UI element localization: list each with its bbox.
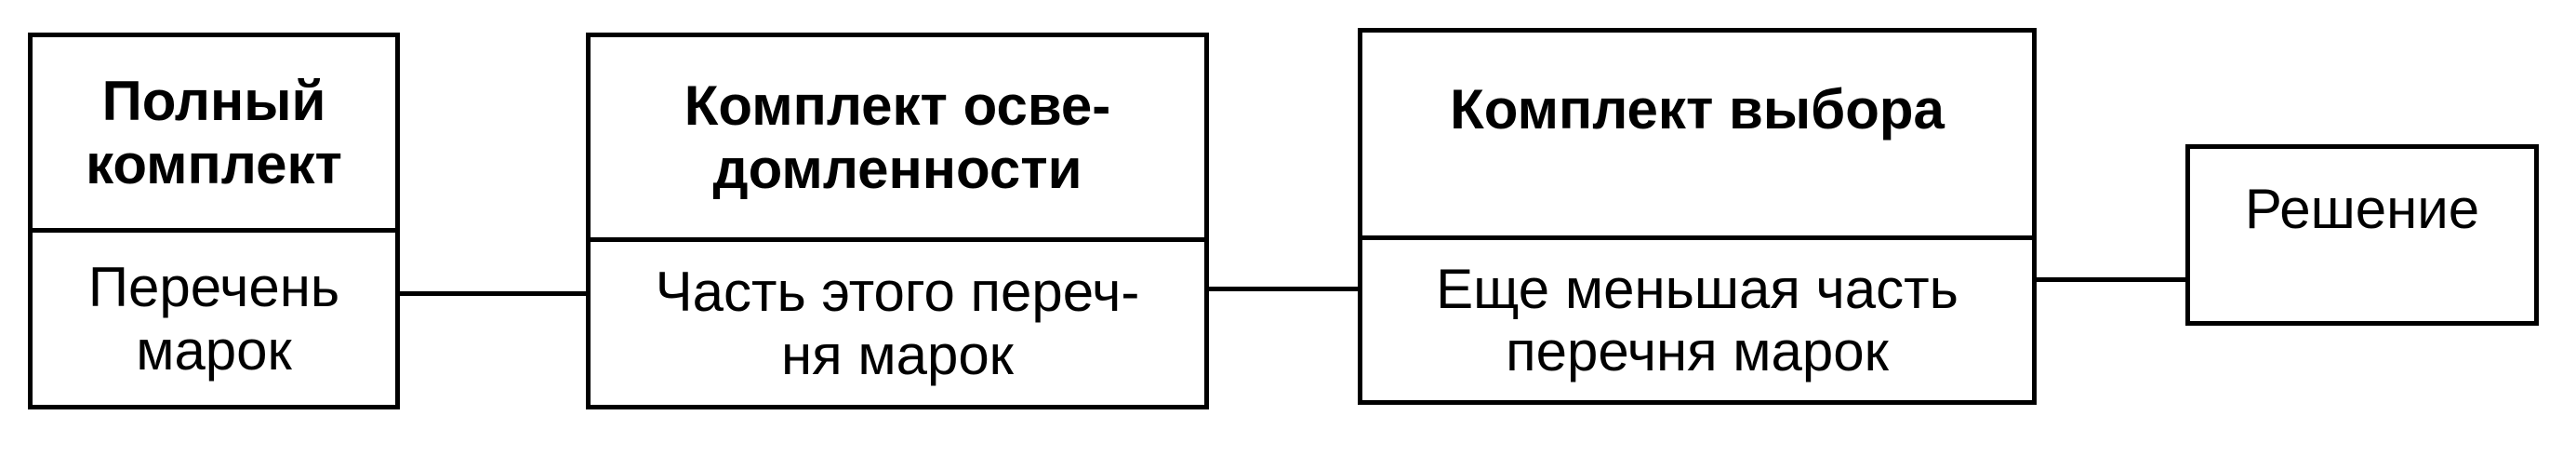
stage-full-set-title: Полный комплект (86, 70, 342, 195)
stage-decision-box: Решение (2185, 144, 2539, 326)
stage-full-set-box: Полный комплект Перечень марок (28, 33, 400, 409)
connector-1-2 (400, 291, 586, 296)
stage-full-set-body: Перечень марок (87, 256, 340, 382)
connector-3-4 (2037, 277, 2185, 282)
stage-choice-set-title: Комплект выбора (1450, 77, 1945, 141)
stage-choice-set-box: Комплект выбора Еще меньшая часть перечн… (1358, 28, 2037, 405)
stage-choice-set-body: Еще меньшая часть перечня марок (1436, 257, 1959, 382)
stage-awareness-set-title: Комплект осве- домленности (684, 74, 1111, 200)
stage-awareness-set-divider (591, 237, 1204, 242)
stage-full-set-divider (33, 228, 395, 233)
stage-awareness-set-box: Комплект осве- домленности Часть этого п… (586, 33, 1209, 409)
stage-awareness-set-body: Часть этого переч- ня марок (655, 261, 1140, 386)
stage-decision-title: Решение (2244, 178, 2480, 241)
connector-2-3 (1209, 287, 1358, 291)
stage-choice-set-divider (1362, 235, 2032, 240)
